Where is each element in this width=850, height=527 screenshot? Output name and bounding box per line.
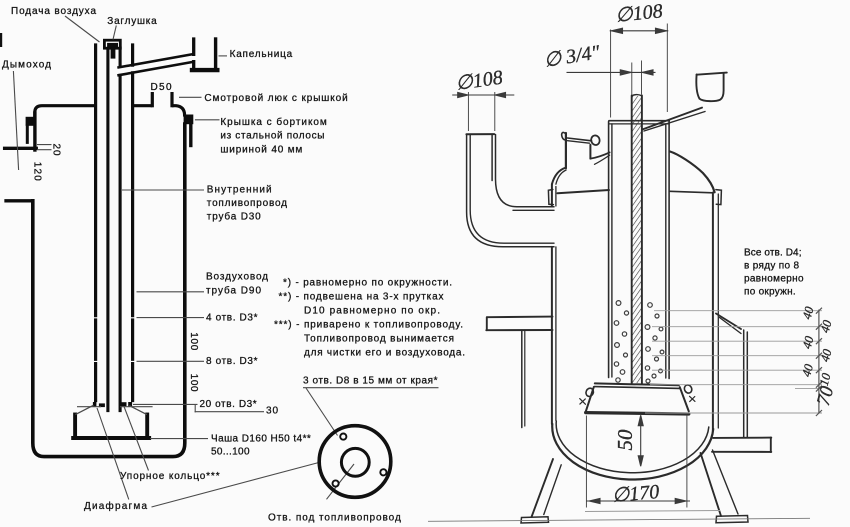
svg-text:20: 20 bbox=[51, 144, 62, 156]
svg-text:Дымоход: Дымоход bbox=[2, 60, 51, 71]
svg-text:Воздуховод: Воздуховод bbox=[206, 272, 268, 283]
svg-text:Диафрагма: Диафрагма bbox=[84, 500, 147, 512]
svg-text:труба D30: труба D30 bbox=[207, 211, 261, 223]
svg-text:Крышка с бортиком: Крышка с бортиком bbox=[220, 116, 327, 128]
svg-text:Капельница: Капельница bbox=[230, 49, 293, 60]
svg-text:Упорное кольцо***: Упорное кольцо*** bbox=[120, 471, 220, 482]
svg-text:равномерно: равномерно bbox=[744, 274, 804, 285]
svg-text:70: 70 bbox=[813, 384, 838, 408]
svg-text:из стальной полосы: из стальной полосы bbox=[220, 131, 324, 142]
svg-text:Чаша D160 H50 t4**: Чаша D160 H50 t4** bbox=[211, 434, 311, 445]
svg-text:30: 30 bbox=[266, 406, 278, 417]
svg-text:8 отв. D3*: 8 отв. D3* bbox=[206, 356, 258, 367]
svg-text:∅108: ∅108 bbox=[614, 0, 663, 27]
svg-text:Смотровой люк с крышкой: Смотровой люк с крышкой bbox=[204, 93, 347, 104]
svg-text:Заглушка: Заглушка bbox=[107, 16, 157, 27]
svg-text:∅170: ∅170 bbox=[611, 481, 660, 507]
svg-text:*) - равномерно по окружности.: *) - равномерно по окружности. bbox=[283, 278, 452, 289]
svg-text:40: 40 bbox=[800, 334, 817, 350]
svg-text:топливопровод: топливопровод bbox=[207, 198, 287, 209]
svg-text:D50: D50 bbox=[151, 82, 172, 93]
svg-text:Все отв. D4;: Все отв. D4; bbox=[744, 248, 802, 259]
svg-text:***) - приварено к топливопров: ***) - приварено к топливопроводу. bbox=[274, 320, 463, 331]
svg-text:по окружн.: по окружн. bbox=[744, 287, 796, 298]
svg-text:40: 40 bbox=[818, 318, 835, 334]
svg-text:**) - подвешена на 3-х прутках: **) - подвешена на 3-х прутках bbox=[279, 292, 444, 303]
svg-text:4 отв. D3*: 4 отв. D3* bbox=[206, 313, 258, 324]
svg-text:100: 100 bbox=[188, 374, 199, 392]
svg-text:10: 10 bbox=[817, 371, 834, 387]
svg-text:40: 40 bbox=[799, 362, 816, 378]
svg-text:40: 40 bbox=[800, 304, 817, 320]
svg-text:Отв. под топливопровод: Отв. под топливопровод bbox=[268, 513, 401, 524]
svg-text:3 отв. D8 в 15 мм от края*: 3 отв. D8 в 15 мм от края* bbox=[303, 376, 438, 387]
svg-text:Подача воздуха: Подача воздуха bbox=[11, 6, 96, 17]
svg-text:40: 40 bbox=[818, 347, 835, 363]
svg-text:100: 100 bbox=[188, 332, 199, 350]
svg-text:50: 50 bbox=[613, 429, 637, 451]
svg-text:Топливопровод вынимается: Топливопровод вынимается bbox=[304, 334, 454, 345]
svg-text:Внутренний: Внутренний bbox=[207, 184, 272, 195]
svg-text:∅108: ∅108 bbox=[454, 67, 504, 95]
svg-text:∅ 3/4″: ∅ 3/4″ bbox=[542, 41, 602, 72]
svg-text:для чистки его и воздуховода.: для чистки его и воздуховода. bbox=[304, 348, 465, 359]
svg-text:шириной 40 мм: шириной 40 мм bbox=[220, 144, 302, 155]
svg-text:D10 равномерно по окр.: D10 равномерно по окр. bbox=[304, 306, 440, 317]
svg-text:труба D90: труба D90 bbox=[206, 285, 261, 297]
svg-text:20 отв. D3*: 20 отв. D3* bbox=[200, 399, 257, 410]
svg-text:в ряду по 8: в ряду по 8 bbox=[744, 261, 799, 272]
svg-text:50...100: 50...100 bbox=[211, 447, 250, 458]
svg-text:120: 120 bbox=[32, 162, 43, 181]
